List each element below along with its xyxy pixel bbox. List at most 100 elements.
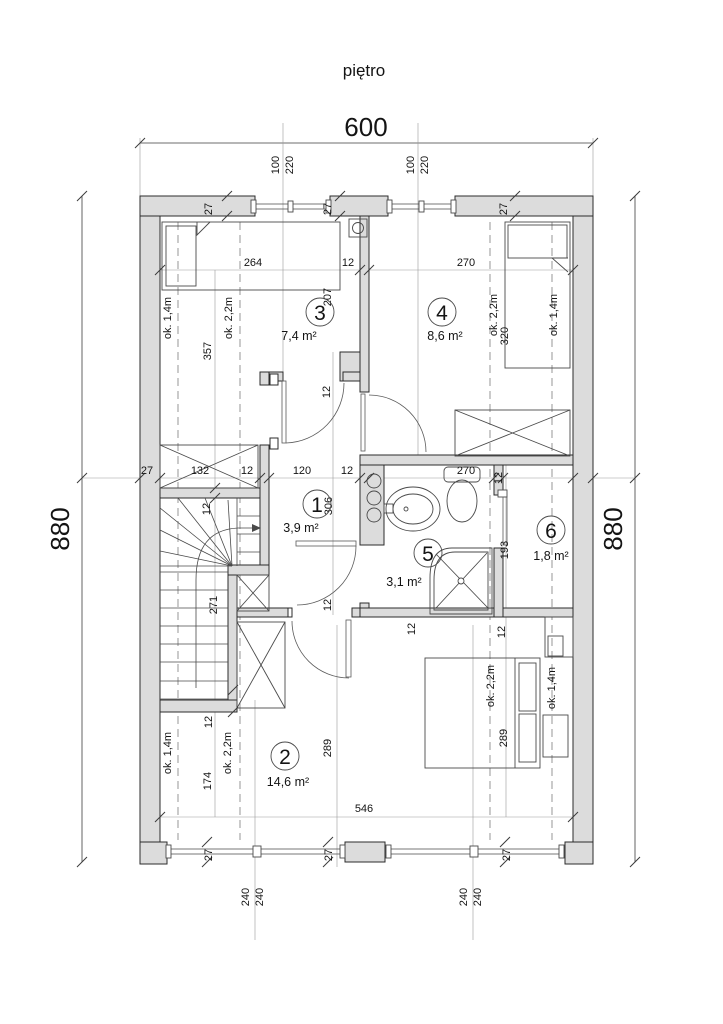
room-label-3: 3 7,4 m² <box>281 297 335 343</box>
dim-room2-height: 289 <box>322 739 334 757</box>
dim-top-win2-h: 220 <box>419 156 431 174</box>
dim-bot-win1: 240 <box>254 888 266 906</box>
room-label-4: 4 8,6 m² <box>427 297 463 343</box>
door-bathroom <box>295 540 357 606</box>
door-room6 <box>497 489 508 546</box>
page-title: piętro <box>343 61 386 80</box>
dim-top-win1-w: 100 <box>270 156 282 174</box>
nightstand <box>542 714 569 758</box>
furniture <box>159 218 574 769</box>
svg-text:6: 6 <box>545 520 557 543</box>
room-label-2: 2 14,6 m² <box>267 741 309 789</box>
bed-room3 <box>161 221 341 291</box>
dim-room3-width: 264 <box>244 257 262 269</box>
dim-wall12: 12 <box>406 623 418 635</box>
knee-label: ok. 2,2m <box>222 732 234 774</box>
top-window-2 <box>386 199 457 214</box>
dim-room4-side: 320 <box>499 327 511 345</box>
bed-room2 <box>424 657 569 769</box>
bottom-window-1 <box>165 844 346 859</box>
svg-text:3: 3 <box>314 302 326 325</box>
toilet <box>443 466 481 523</box>
bottom-window-2 <box>385 844 565 859</box>
stair-direction-arrow <box>252 524 261 532</box>
labels: piętro 600 880 880 100 220 100 220 27 27… <box>45 61 628 906</box>
dim-bot-win1: 240 <box>240 888 252 906</box>
knee-label: ok. 1,4m <box>162 732 174 774</box>
dim-stairs-height: 271 <box>208 596 220 614</box>
room-area: 1,8 m² <box>533 549 568 563</box>
walls <box>139 195 594 865</box>
doors <box>281 380 508 679</box>
room-label-1: 1 3,9 m² <box>283 489 332 535</box>
svg-text:2: 2 <box>279 746 291 769</box>
room-area: 7,4 m² <box>281 329 316 343</box>
door-room4 <box>360 393 427 453</box>
dim-wall27: 27 <box>203 203 215 215</box>
dim-wall27: 27 <box>322 203 334 215</box>
knee-label: ok. 2,2m <box>485 665 497 707</box>
room-labels: 3 7,4 m² 4 8,6 m² 1 3,9 m² 5 3,1 m² 6 1,… <box>267 297 569 789</box>
dim-total-width: 600 <box>344 112 387 142</box>
dim-wall12: 12 <box>321 386 333 398</box>
svg-text:5: 5 <box>422 543 434 566</box>
dim-room3-side: 357 <box>202 342 214 360</box>
stair-walk-line <box>195 527 252 688</box>
room-area: 14,6 m² <box>267 775 309 789</box>
windows <box>165 199 565 859</box>
dim-height-right: 880 <box>598 507 628 550</box>
washbasin <box>383 486 441 532</box>
room-label-5: 5 3,1 m² <box>386 538 443 589</box>
dim-wall12: 12 <box>342 257 354 269</box>
dim-wall27: 27 <box>203 849 215 861</box>
svg-text:1: 1 <box>311 494 323 517</box>
dim-wall27: 27 <box>501 849 513 861</box>
wardrobe-room3 <box>159 444 259 489</box>
bed-room4 <box>504 221 571 369</box>
chimney <box>348 218 368 238</box>
knee-label: ok. 1,4m <box>546 667 558 709</box>
dim-wall12: 12 <box>341 465 353 477</box>
svg-text:4: 4 <box>436 302 448 325</box>
closet-lower <box>236 621 286 709</box>
top-window-1 <box>250 199 332 214</box>
dim-room2-height: 289 <box>498 729 510 747</box>
room-area: 8,6 m² <box>427 329 462 343</box>
stairs <box>159 497 261 700</box>
dim-wall12: 12 <box>322 599 334 611</box>
dim-wall12: 12 <box>241 465 253 477</box>
dim-wall12: 12 <box>493 472 505 484</box>
dim-stairs-width: 132 <box>191 465 209 477</box>
room-label-6: 6 1,8 m² <box>533 515 569 563</box>
dim-room4-width: 270 <box>457 257 475 269</box>
knee-label: ok. 2,2m <box>488 294 500 336</box>
plumbing-circles <box>366 473 382 523</box>
door-room2 <box>287 607 352 679</box>
dim-wall27: 27 <box>498 203 510 215</box>
dim-wall12: 12 <box>201 503 213 515</box>
dim-row-27: 27 <box>141 465 153 477</box>
dim-ticks <box>76 137 641 868</box>
dim-room3-height: 207 <box>322 288 334 306</box>
dim-bath-width: 270 <box>457 465 475 477</box>
dim-hall-height: 306 <box>323 497 335 515</box>
dim-room2-width: 546 <box>355 803 373 815</box>
dim-top-win2-w: 100 <box>405 156 417 174</box>
dim-wall12: 12 <box>496 626 508 638</box>
dim-room2-left: 174 <box>202 772 214 790</box>
shower <box>429 547 493 615</box>
dim-height-left: 880 <box>45 507 75 550</box>
dim-wall27: 27 <box>323 849 335 861</box>
knee-label: ok. 1,4m <box>162 297 174 339</box>
room-area: 3,9 m² <box>283 521 318 535</box>
dim-wall12: 12 <box>203 716 215 728</box>
room-area: 3,1 m² <box>386 575 421 589</box>
dimension-lines <box>81 123 636 940</box>
knee-label: ok. 1,4m <box>548 294 560 336</box>
dim-bot-win2: 240 <box>472 888 484 906</box>
knee-label: ok. 2,2m <box>223 297 235 339</box>
dim-hall-width: 120 <box>293 465 311 477</box>
wardrobe-room4 <box>454 409 571 457</box>
